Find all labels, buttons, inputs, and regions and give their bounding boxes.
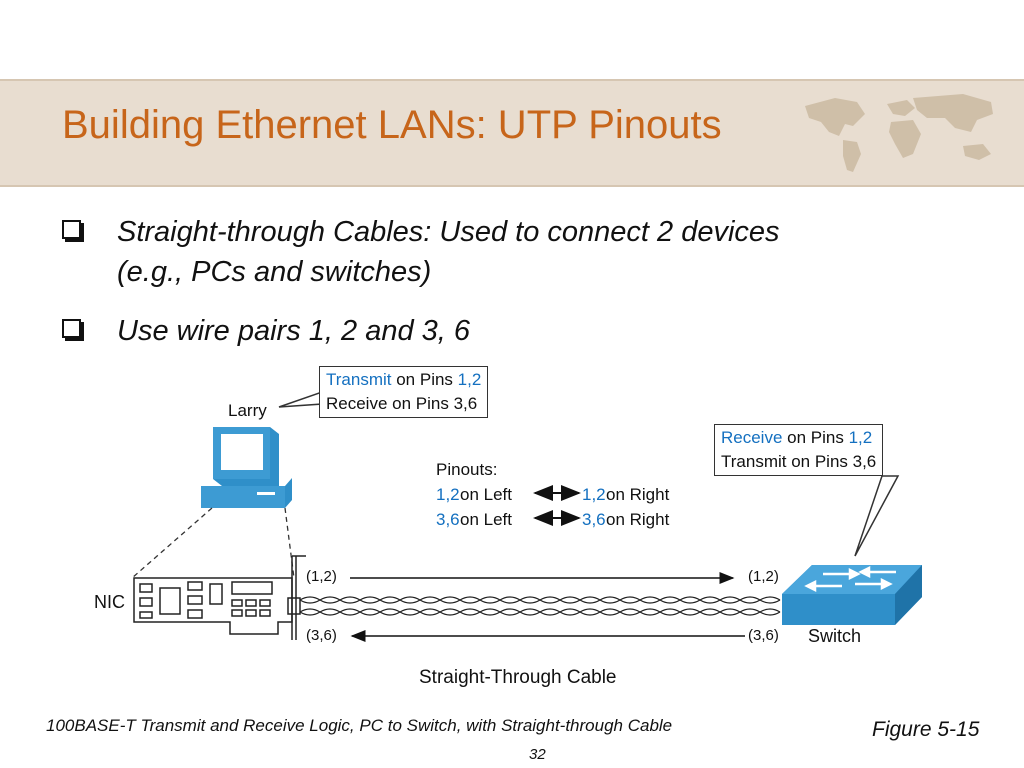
callout-text: on Pins — [391, 370, 458, 389]
cable-label: Straight-Through Cable — [419, 667, 617, 688]
figure-reference: Figure 5-15 — [872, 718, 980, 741]
pin-pair-right: 3,6 — [582, 510, 606, 529]
bullet-text: Use wire pairs 1, 2 and 3, 6 — [117, 315, 471, 347]
pin-pair-left: 1,2 — [436, 485, 460, 504]
nic-card-icon — [133, 555, 306, 640]
callout-receive-word: Receive — [721, 428, 783, 447]
switch-callout-pointer — [854, 475, 900, 557]
pinouts-block: Pinouts: 1,2 on Left 1,2 on Right 3,6 on… — [436, 457, 669, 532]
callout-pins: 1,2 — [848, 428, 873, 447]
pc-to-nic-dashed-line — [131, 507, 213, 579]
twisted-pair-cable — [299, 596, 781, 616]
pin-side-left: on Left — [460, 510, 512, 529]
pin-side-right: on Right — [606, 510, 670, 529]
pin-label-right-bottom: (3,6) — [748, 627, 779, 644]
pin-pair-right: 1,2 — [582, 485, 606, 504]
callout-pins: 1,2 — [457, 370, 482, 389]
bullet-text-line1: Straight-through Cables: Used to connect… — [117, 216, 780, 248]
pinout-row-1: 1,2 on Left 1,2 on Right — [436, 482, 669, 507]
pin-side-left: on Left — [460, 485, 512, 504]
pc-icon — [201, 427, 292, 508]
pin-label-left-bottom: (3,6) — [306, 627, 337, 644]
switch-icon — [782, 565, 922, 625]
pinout-row-2: 3,6 on Left 3,6 on Right — [436, 507, 669, 532]
pin-label-right-top: (1,2) — [748, 568, 779, 585]
callout-transmit-word: Transmit — [326, 370, 392, 389]
switch-label: Switch — [808, 626, 862, 646]
callout-text: Receive on Pins 3,6 — [326, 394, 478, 413]
pc-label: Larry — [228, 401, 267, 420]
page-number: 32 — [529, 746, 546, 763]
pinouts-heading: Pinouts: — [436, 460, 498, 479]
callout-text: on Pins — [782, 428, 849, 447]
callout-text: Transmit on Pins 3,6 — [721, 452, 877, 471]
pc-callout-pointer — [278, 390, 323, 408]
figure-caption: 100BASE-T Transmit and Receive Logic, PC… — [46, 716, 673, 735]
checkbox-bullet-icon — [62, 319, 81, 338]
pin-label-left-top: (1,2) — [306, 568, 337, 585]
switch-pinout-callout: Receive on Pins 1,2 Transmit on Pins 3,6 — [714, 424, 884, 476]
world-map-icon — [805, 94, 993, 172]
pc-pinout-callout: Transmit on Pins 1,2 Receive on Pins 3,6 — [319, 366, 489, 418]
title-band — [0, 79, 1024, 187]
nic-label: NIC — [94, 592, 125, 612]
bullet-text-line2: (e.g., PCs and switches) — [117, 256, 432, 288]
pin-pair-left: 3,6 — [436, 510, 460, 529]
pin-side-right: on Right — [606, 485, 670, 504]
slide-title: Building Ethernet LANs: UTP Pinouts — [62, 103, 722, 147]
checkbox-bullet-icon — [62, 220, 81, 239]
